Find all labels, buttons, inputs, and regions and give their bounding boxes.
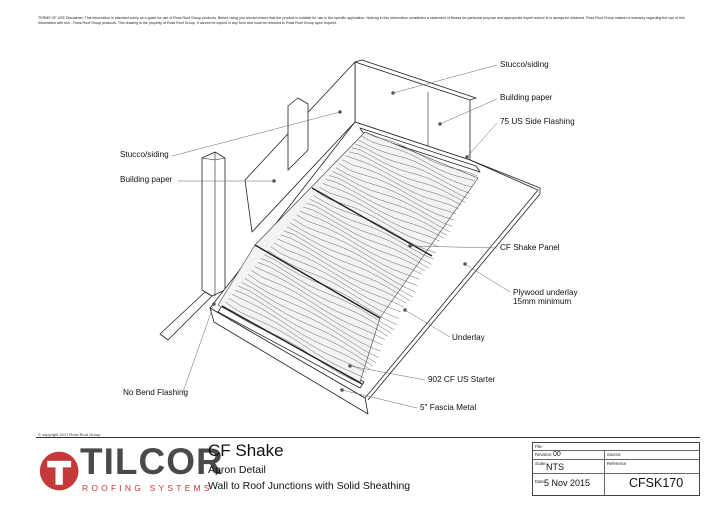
- callout-no-bend-flashing: No Bend Flashing: [123, 388, 189, 397]
- reference-label: Reference: [607, 461, 627, 466]
- callout-stucco-left: Stucco/siding: [120, 150, 169, 159]
- shake-texture-line: [264, 254, 397, 326]
- shake-texture-line: [303, 206, 429, 269]
- back-wall-top: [354, 59, 477, 101]
- plywood-edge: [367, 159, 541, 401]
- drawing-description: Wall to Roof Junctions with Solid Sheath…: [208, 480, 411, 492]
- copyright-text: © copyright 2017 Ross Roof Group: [38, 432, 101, 437]
- shake-texture-line: [238, 285, 377, 363]
- shake-texture-line: [260, 258, 395, 331]
- shake-texture: [221, 131, 478, 385]
- shake-texture-line: [325, 179, 447, 236]
- shake-texture-line: [221, 305, 363, 385]
- shake-texture-line: [280, 234, 411, 301]
- callout-starter: 902 CF US Starter: [428, 375, 496, 384]
- divider-line: [36, 437, 700, 438]
- callout-building-paper-left: Building paper: [120, 175, 173, 184]
- brand-name: TILCOR: [80, 441, 224, 482]
- shake-texture-line: [228, 297, 367, 373]
- callout-building-paper-top: Building paper: [500, 93, 553, 102]
- fascia: [209, 307, 369, 415]
- reference-value: CFSK170: [629, 476, 684, 490]
- shake-texture-line: [306, 202, 432, 265]
- shake-texture-line: [309, 198, 434, 260]
- panel-rails: [221, 187, 433, 385]
- callout-shake-panel: CF Shake Panel: [500, 243, 560, 252]
- shake-texture-line: [234, 289, 374, 367]
- shake-texture-line: [277, 238, 407, 304]
- callout-side-flashing: 75 US Side Flashing: [500, 117, 575, 126]
- drawing-title: CF Shake: [208, 441, 284, 460]
- shake-texture-line: [348, 151, 466, 203]
- shake-texture-line: [254, 266, 389, 337]
- file-label: File:: [535, 444, 543, 449]
- callout-plywood-2: 15mm minimum: [513, 297, 572, 306]
- shake-texture-line: [322, 183, 444, 239]
- shake-texture-line: [286, 226, 416, 293]
- shake-texture-line: [358, 139, 473, 188]
- shake-texture-line: [345, 155, 463, 206]
- shake-texture-line: [342, 159, 459, 209]
- revision-cell: Revision: 00: [533, 451, 605, 460]
- shake-texture-line: [329, 175, 451, 232]
- leader-lines: [171, 64, 511, 409]
- shake-texture-line: [273, 242, 404, 308]
- shake-texture-line: [270, 246, 401, 313]
- title-block: File: Revision: 00 Source: Scale: NTS Re…: [532, 442, 700, 496]
- shake-texture-line: [332, 171, 453, 227]
- scale-value: NTS: [546, 462, 564, 472]
- revision-value: 00: [553, 451, 561, 458]
- starter-strip: [217, 305, 365, 389]
- shake-texture-line: [355, 143, 471, 194]
- shake-texture-line: [364, 131, 478, 177]
- date-value: 5 Nov 2015: [544, 478, 591, 488]
- source-label: Source:: [607, 452, 622, 457]
- shake-texture-line: [338, 163, 457, 214]
- tilcor-logo-icon: [39, 451, 79, 491]
- shake-texture-line: [241, 282, 379, 358]
- revision-label: Revision:: [535, 452, 553, 457]
- callout-fascia: 5" Fascia Metal: [420, 403, 477, 412]
- date-label: Date:: [535, 479, 546, 484]
- shake-texture-line: [296, 214, 422, 275]
- shake-texture-line: [244, 278, 381, 352]
- shake-texture-line: [247, 274, 383, 346]
- shake-texture-line: [290, 222, 418, 286]
- shake-texture-line: [267, 250, 399, 319]
- shake-texture-line: [257, 262, 392, 334]
- date-cell: Date: 5 Nov 2015: [533, 474, 605, 495]
- brand-tagline: ROOFING SYSTEMS: [82, 483, 213, 493]
- left-wall-upper: [287, 97, 309, 171]
- drawing-subtitle: Apron Detail: [208, 464, 266, 476]
- shake-texture-line: [225, 301, 364, 378]
- shake-texture-line: [351, 147, 469, 200]
- left-column: [201, 151, 226, 297]
- callout-underlay: Underlay: [452, 333, 485, 342]
- file-cell: File:: [533, 443, 699, 451]
- disclaimer-text: TERMS OF USE Disclaimer: This informatio…: [38, 16, 685, 25]
- shake-texture-line: [361, 135, 475, 182]
- shake-texture-line: [251, 270, 386, 340]
- lower-board: [159, 291, 213, 341]
- shake-texture-line: [293, 218, 420, 280]
- reference-label-cell: Reference: [605, 460, 699, 474]
- shake-texture-line: [335, 167, 455, 221]
- callout-plywood-1: Plywood underlay: [513, 288, 578, 297]
- scale-label: Scale:: [535, 461, 547, 466]
- scale-cell: Scale: NTS: [533, 460, 605, 474]
- shake-texture-line: [283, 230, 414, 298]
- source-cell: Source:: [605, 451, 699, 460]
- shake-texture-line: [231, 293, 370, 370]
- side-flashing: [359, 127, 481, 173]
- callout-stucco-top: Stucco/siding: [500, 60, 549, 69]
- shake-texture-line: [312, 195, 436, 254]
- shake-texture-line: [299, 210, 426, 271]
- reference-cell: CFSK170: [605, 474, 699, 495]
- shake-texture-line: [319, 187, 441, 242]
